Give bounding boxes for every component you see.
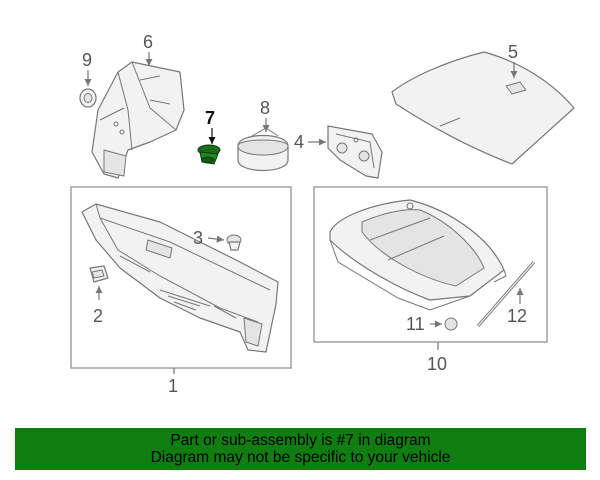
part-7-clip [197,128,221,165]
callout-4: 4 [294,132,304,152]
part-4-bracket [308,125,383,179]
part-10-package-tray [329,199,507,311]
callout-6: 6 [143,32,153,52]
callout-5: 5 [508,42,518,62]
callout-10: 10 [427,354,447,374]
callout-1: 1 [168,376,178,396]
group-box-10 [313,186,548,343]
part-3-push-clip [207,234,242,251]
notice-line-2: Diagram may not be specific to your vehi… [150,449,451,466]
callout-11: 11 [406,314,425,334]
callout-9: 9 [82,50,92,70]
part-5-trunk-mat [391,51,575,165]
part-9-grommet [79,70,97,108]
callout-8: 8 [260,98,270,118]
part-8-strap [237,118,289,171]
callout-7: 7 [205,108,215,128]
part-12-rod [476,261,536,327]
part-6-quarter-trim [91,52,185,179]
notice-line-1: Part or sub-assembly is #7 in diagram [170,432,431,449]
part-11-knob [430,317,458,331]
callout-12: 12 [507,306,527,326]
parts-diagram: 9 6 7 8 4 5 [70,32,575,396]
part-2-clip [89,265,109,300]
callout-3: 3 [193,228,203,248]
group-box-1 [70,186,292,369]
callout-2: 2 [93,306,103,326]
part-1-rear-panel-trim [81,203,279,353]
notice-banner: Part or sub-assembly is #7 in diagram Di… [15,428,586,470]
